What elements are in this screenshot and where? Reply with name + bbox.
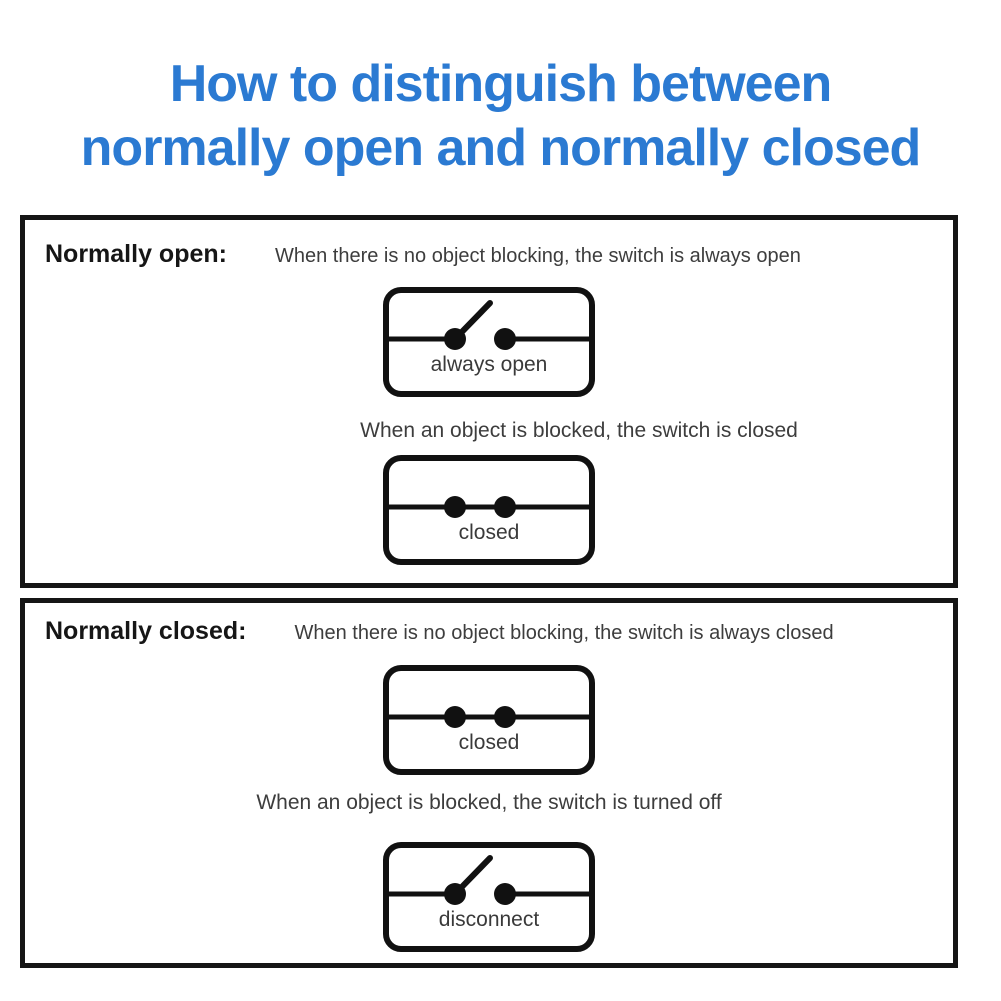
diagram-label: closed — [458, 731, 520, 754]
switch-diagram-disconnect: disconnect — [383, 842, 595, 952]
switch-diagram-always-open: always open — [383, 287, 595, 397]
mid-caption: When an object is blocked, the switch is… — [360, 419, 798, 442]
open-switch-icon — [389, 300, 589, 350]
section-normally-closed: Normally closed: When there is no object… — [20, 598, 958, 968]
section-heading: Normally open: — [45, 240, 227, 268]
mid-caption: When an object is blocked, the switch is… — [256, 791, 722, 814]
section-normally-open: Normally open: When there is no object b… — [20, 215, 958, 588]
closed-switch-icon — [389, 496, 589, 518]
open-switch-icon — [389, 855, 589, 905]
diagram-label: closed — [458, 521, 520, 544]
page-title: How to distinguish between normally open … — [0, 52, 1001, 180]
section-heading-caption: When there is no object blocking, the sw… — [294, 622, 834, 644]
closed-switch-icon — [389, 706, 589, 728]
section-header: Normally closed: When there is no object… — [45, 617, 943, 646]
section-heading-caption: When there is no object blocking, the sw… — [274, 245, 801, 267]
diagram-label: disconnect — [438, 908, 540, 931]
title-line-2: normally open and normally closed — [80, 119, 922, 177]
title-line-1: How to distinguish between — [169, 55, 833, 113]
section-heading: Normally closed: — [45, 617, 247, 645]
section-header: Normally open: When there is no object b… — [45, 240, 943, 269]
switch-diagram-closed: closed — [383, 455, 595, 565]
diagram-label: always open — [430, 353, 548, 376]
switch-diagram-closed: closed — [383, 665, 595, 775]
